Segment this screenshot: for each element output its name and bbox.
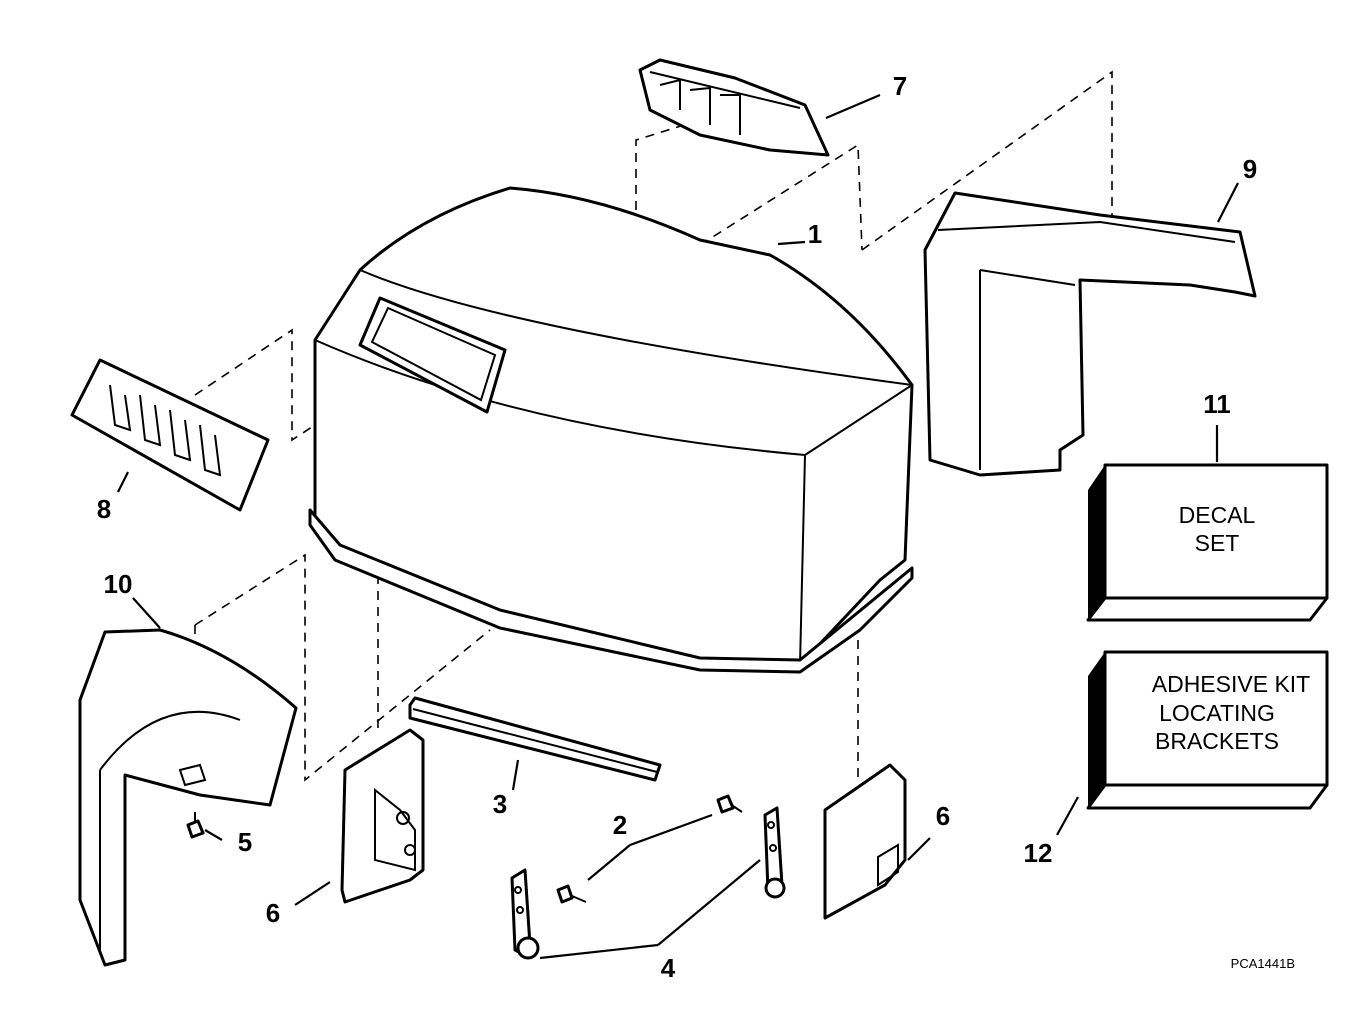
callout-3: 3 — [493, 789, 507, 819]
front-panel-part-10 — [78, 628, 298, 967]
callout-12: 12 — [1024, 838, 1053, 868]
callout-numbers: 1 2 3 4 5 6 6 7 8 9 10 11 12 — [97, 71, 1257, 983]
callout-9: 9 — [1243, 154, 1257, 184]
callout-7: 7 — [893, 71, 907, 101]
callout-4: 4 — [661, 953, 676, 983]
screw-part-2 — [716, 794, 743, 814]
decal-box-line-1: DECAL — [1179, 502, 1256, 528]
callout-1: 1 — [808, 219, 822, 249]
bracket-plate-right-part-6 — [823, 763, 907, 920]
decal-box-line-2: SET — [1195, 530, 1240, 556]
callout-2: 2 — [613, 810, 627, 840]
leader-lines — [117, 93, 1239, 960]
callout-6-left: 6 — [266, 898, 280, 928]
callout-5: 5 — [238, 827, 252, 857]
seal-strip-part-3 — [408, 696, 662, 782]
adhesive-box-line-2: LOCATING — [1159, 700, 1275, 726]
callout-6-right: 6 — [936, 801, 950, 831]
callout-11: 11 — [1203, 389, 1231, 419]
decal-set-box-part-11: DECAL SET — [1086, 463, 1329, 622]
adhesive-kit-box-part-12: ADHESIVE KIT LOCATING BRACKETS — [1086, 650, 1329, 810]
bracket-plate-left-part-6 — [340, 728, 425, 904]
top-vent-part-7 — [638, 58, 830, 157]
motor-cover-part-1 — [308, 186, 914, 674]
callout-10: 10 — [104, 569, 133, 599]
callout-8: 8 — [97, 494, 111, 524]
locating-bracket-left-part-4 — [510, 868, 540, 960]
adhesive-box-line-1: ADHESIVE KIT — [1152, 671, 1310, 697]
rear-panel-part-9 — [923, 191, 1257, 477]
side-vent-part-8 — [70, 358, 270, 512]
screw-part-5 — [186, 812, 205, 839]
adhesive-box-line-3: BRACKETS — [1155, 728, 1279, 754]
reference-code: PCA1441B — [1231, 956, 1295, 971]
locating-bracket-right-part-4 — [763, 806, 786, 899]
screw-part-2b — [556, 884, 587, 904]
